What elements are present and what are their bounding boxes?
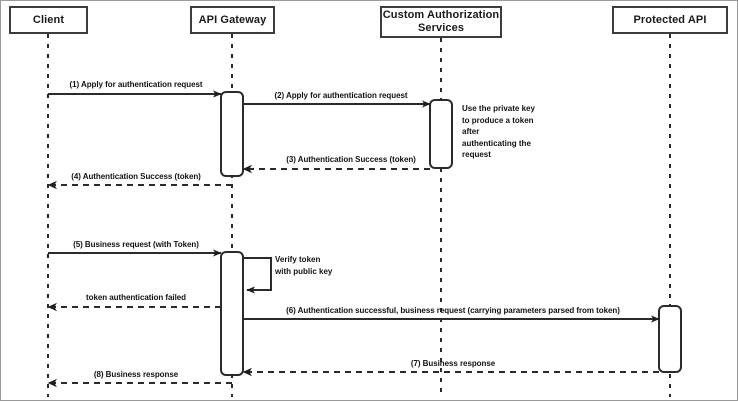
actor-label-client: Client	[32, 13, 65, 26]
self-message-group	[243, 257, 272, 294]
actor-box-client[interactable]: Client	[9, 6, 88, 34]
message-label-3: (3) Authentication Success (token)	[286, 155, 416, 164]
activation-gw-auth	[220, 91, 244, 177]
note-private-key: Use the private key to produce a token a…	[462, 104, 535, 160]
activation-group	[220, 91, 682, 376]
message-label-5: (5) Business request (with Token)	[73, 240, 199, 249]
message-label-1: (1) Apply for authentication request	[69, 80, 203, 89]
message-arrow-group	[47, 90, 660, 388]
message-label-2: (2) Apply for authentication request	[274, 91, 408, 100]
actor-box-protected-api[interactable]: Protected API	[612, 6, 728, 34]
actor-box-api-gateway[interactable]: API Gateway	[190, 6, 275, 34]
message-label-token-auth-failed: token authentication failed	[86, 293, 186, 302]
activation-gw-biz	[220, 251, 244, 376]
actor-label-protected-api: Protected API	[633, 13, 707, 26]
message-label-7: (7) Business response	[410, 359, 496, 368]
message-label-4: (4) Authentication Success (token)	[71, 172, 201, 181]
message-label-6: (6) Authentication successful, business …	[286, 306, 620, 315]
activation-api-act	[658, 305, 682, 373]
activation-cas-act	[429, 99, 453, 169]
self-message-verify-token	[243, 257, 272, 294]
message-label-8: (8) Business response	[93, 370, 179, 379]
actor-label-api-gateway: API Gateway	[198, 13, 267, 26]
